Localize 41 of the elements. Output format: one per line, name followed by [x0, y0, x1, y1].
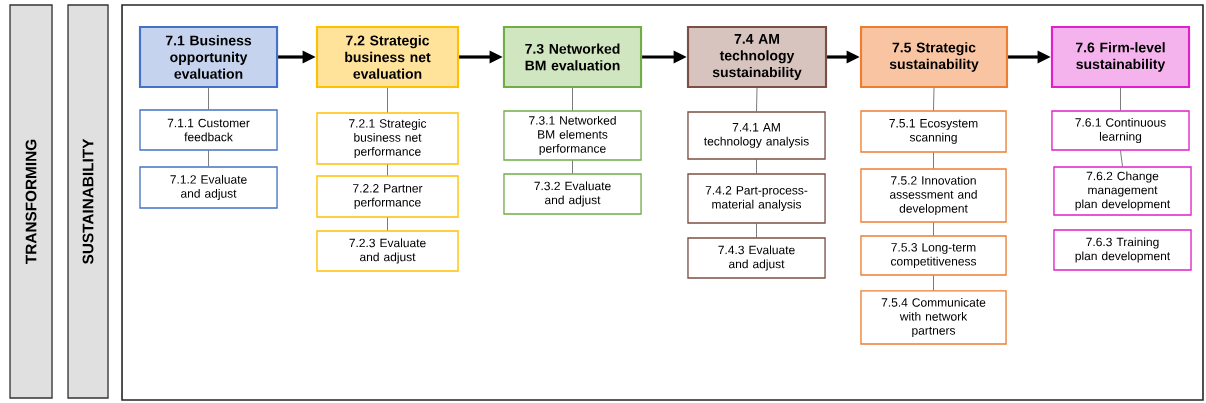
step-box: 7.5.3 Long-term competitiveness — [860, 235, 1007, 276]
step-box: 7.2.3 Evaluate and adjust — [316, 230, 459, 272]
connector-line — [933, 87, 935, 111]
band-label: TRANSFORMING — [9, 4, 53, 399]
step-box: 7.4.3 Evaluate and adjust — [687, 237, 826, 279]
step-box: 7.2.1 Strategic business net performance — [316, 112, 459, 165]
connector-line — [387, 87, 388, 113]
step-box: 7.4.1 AM technology analysis — [687, 111, 826, 160]
step-box: 7.3.1 Networked BM elements performance — [503, 110, 642, 161]
connector-line — [208, 87, 209, 110]
process-box: 7.2 Strategic business net evaluation — [315, 25, 460, 89]
process-box: 7.3 Networked BM evaluation — [502, 25, 643, 89]
connector-line — [933, 222, 934, 236]
connector-line — [572, 87, 573, 111]
step-box: 7.5.4 Communicate with network partners — [860, 290, 1007, 345]
step-box: 7.5.1 Ecosystem scanning — [860, 110, 1007, 153]
step-box: 7.4.2 Part-process-material analysis — [687, 173, 826, 224]
connector-line — [208, 150, 209, 167]
connector-line — [756, 87, 758, 112]
connector-line — [756, 159, 757, 174]
process-box: 7.5 Strategic sustainability — [859, 25, 1009, 89]
step-box: 7.1.2 Evaluate and adjust — [139, 166, 278, 209]
connector-line — [387, 217, 388, 231]
connector-line — [1120, 150, 1123, 167]
step-box: 7.6.2 Change management plan development — [1053, 166, 1192, 216]
connector-line — [756, 223, 757, 238]
step-box: 7.5.2 Innovation assessment and development — [860, 168, 1007, 223]
connector-line — [933, 275, 934, 291]
connector-line — [1120, 87, 1121, 111]
step-box: 7.2.2 Partner performance — [316, 175, 459, 218]
process-box: 7.4 AM technology sustainability — [686, 25, 828, 89]
connector-line — [933, 152, 934, 169]
process-box: 7.6 Firm-level sustainability — [1050, 25, 1191, 89]
process-box: 7.1 Business opportunity evaluation — [138, 25, 279, 89]
band-label: SUSTAINABILITY — [67, 4, 109, 399]
connector-line — [572, 160, 573, 174]
step-box: 7.6.1 Continuous learning — [1051, 110, 1190, 151]
step-box: 7.3.2 Evaluate and adjust — [503, 173, 642, 215]
connector-line — [387, 164, 388, 176]
step-box: 7.6.3 Training plan development — [1053, 229, 1192, 271]
step-box: 7.1.1 Customer feedback — [139, 109, 278, 151]
